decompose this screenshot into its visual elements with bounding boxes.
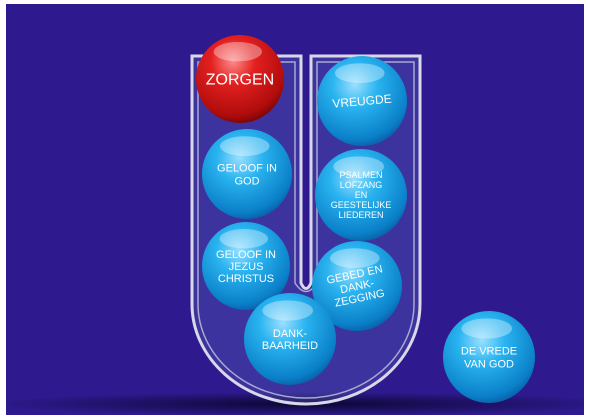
ball-highlight [330, 248, 380, 268]
ball-label-line: BAARHEID [262, 340, 318, 352]
ball-label: DANK-BAARHEID [262, 328, 318, 352]
ball-highlight [333, 156, 385, 177]
ball-label-line: GEESTELIJKE [331, 200, 392, 210]
ball-highlight [461, 318, 512, 339]
ball-label-line: GELOOF IN [216, 249, 276, 261]
ball-label-line: VREUGDE [332, 92, 392, 111]
ball-label: VREUGDE [332, 92, 392, 111]
ball-sphere [317, 56, 407, 146]
ball-sphere [244, 293, 336, 385]
ball-gebed-en-dankzegging: GEBED ENDANK-ZEGGING [312, 241, 402, 331]
ball-label-line: JEZUS [229, 261, 264, 273]
ball-label: ZORGEN [206, 72, 274, 89]
ball-highlight [213, 42, 262, 62]
ball-label-line: GELOOF IN [217, 162, 277, 174]
ball-highlight [262, 300, 314, 321]
ball-sphere [315, 149, 407, 241]
ball-vreugde: VREUGDE [317, 56, 407, 146]
ball-label-line: EN [355, 190, 368, 200]
ball-sphere [202, 129, 292, 219]
ball-label-line: GOD [234, 175, 259, 187]
ball-label-line: DANK- [273, 328, 308, 340]
ball-highlight [335, 63, 385, 83]
ball-label-line: PSALMEN [339, 170, 382, 180]
ball-label-line: LIEDEREN [338, 210, 383, 220]
ball-label-line: ZORGEN [206, 72, 274, 89]
ball-sphere [202, 222, 290, 310]
ball-dankbaarheid: DANK-BAARHEID [244, 293, 336, 385]
ball-label-line: VAN GOD [464, 358, 514, 370]
ball-label-line: DE VREDE [461, 345, 517, 357]
ball-highlight [219, 229, 268, 249]
ball-sphere [443, 311, 535, 403]
ball-sphere [312, 241, 402, 331]
ball-zorgen: ZORGEN [196, 35, 284, 123]
ball-label-line: LOFZANG [340, 180, 383, 190]
ball-highlight [220, 136, 270, 157]
ball-sphere [196, 35, 284, 123]
ball-label-line: CHRISTUS [218, 273, 274, 285]
